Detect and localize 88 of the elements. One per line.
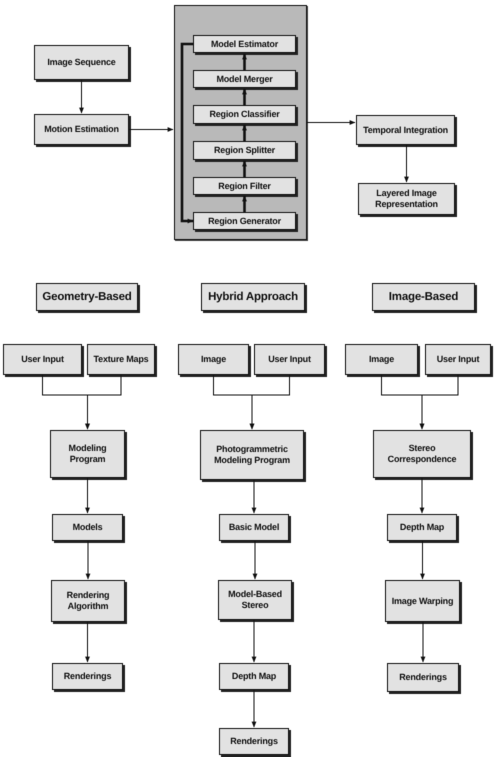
node-label: Image Sequence <box>47 57 116 68</box>
arrow <box>242 195 247 212</box>
heading-box <box>372 283 475 311</box>
node-label: User Input <box>436 354 480 365</box>
node-label: Image <box>200 354 226 365</box>
arrow <box>128 127 174 132</box>
process-box <box>52 514 123 541</box>
process-box <box>385 580 460 622</box>
heading-text: Hybrid Approach <box>208 290 298 304</box>
arrow <box>79 80 84 114</box>
process-box <box>219 514 289 541</box>
process-box <box>218 580 292 620</box>
node-label: Texture Maps <box>94 354 148 365</box>
process-box <box>387 514 457 541</box>
process-box <box>373 430 471 478</box>
process-box <box>34 45 129 80</box>
process-box <box>34 114 129 145</box>
node-label: Temporal Integration <box>363 124 448 136</box>
process-box <box>358 183 455 215</box>
arrow <box>242 53 247 70</box>
arrow <box>252 540 258 580</box>
node-label: Region Classifier <box>209 109 280 120</box>
process-box <box>200 430 304 480</box>
arrow <box>85 622 90 663</box>
node-label: Rendering Algorithm <box>66 590 110 612</box>
node-label: Stereo Correspondence <box>386 443 458 465</box>
node-label: Renderings <box>399 672 447 683</box>
process-box <box>356 115 455 145</box>
process-box <box>219 728 289 755</box>
arrow <box>420 478 424 514</box>
heading-box <box>36 283 138 311</box>
process-box <box>193 141 296 160</box>
node-label: Model Merger <box>216 74 273 84</box>
process-box <box>50 430 125 478</box>
process-box <box>51 580 125 622</box>
process-box <box>193 70 296 88</box>
heading-box <box>201 283 305 311</box>
node-label: Region Splitter <box>214 145 275 156</box>
module-panel <box>174 5 307 240</box>
process-box <box>193 35 296 53</box>
node-label: Basic Model <box>228 522 280 533</box>
arrow <box>250 374 290 430</box>
node-label: Layered Image Representation <box>374 188 439 210</box>
process-box <box>87 344 155 375</box>
process-box <box>345 344 418 375</box>
node-label: Model-Based Stereo <box>227 589 283 611</box>
process-box <box>193 105 296 124</box>
arrow <box>86 540 90 580</box>
node-label: Image Warping <box>392 596 454 606</box>
process-box <box>254 344 325 375</box>
arrow <box>242 160 247 177</box>
arrow <box>420 374 458 430</box>
node-label: Renderings <box>230 736 278 747</box>
arrow <box>420 622 426 663</box>
process-box <box>52 663 123 690</box>
node-label: Modeling Program <box>68 443 108 465</box>
process-box <box>193 212 296 230</box>
process-box <box>425 344 491 375</box>
process-box <box>219 663 289 690</box>
process-box <box>193 177 296 195</box>
node-label: Depth Map <box>232 671 276 682</box>
node-label: Image <box>368 354 394 365</box>
arrow <box>252 480 256 514</box>
arrow <box>180 42 194 224</box>
arrow <box>242 124 247 141</box>
arrow <box>252 620 256 663</box>
arrow <box>85 478 90 514</box>
node-label: Region Filter <box>218 180 271 192</box>
arrow <box>252 690 256 728</box>
heading-text: Geometry-Based <box>42 290 132 304</box>
process-box <box>387 663 459 692</box>
node-label: Renderings <box>64 671 112 682</box>
arrow <box>85 374 122 430</box>
node-label: Motion Estimation <box>44 124 119 135</box>
node-label: Models <box>72 522 102 533</box>
process-box <box>178 344 249 375</box>
arrow <box>404 144 409 183</box>
node-label: Photogrammetric Modeling Program <box>213 444 291 466</box>
arrow <box>306 120 356 125</box>
node-label: User Input <box>21 354 64 365</box>
heading-text: Image-Based <box>388 290 458 304</box>
node-label: Depth Map <box>400 522 444 533</box>
arrow <box>420 540 425 580</box>
arrow <box>242 88 247 105</box>
node-label: User Input <box>268 354 311 365</box>
node-label: Model Estimator <box>210 38 278 50</box>
process-box <box>3 344 82 375</box>
node-label: Region Generator <box>208 216 281 226</box>
